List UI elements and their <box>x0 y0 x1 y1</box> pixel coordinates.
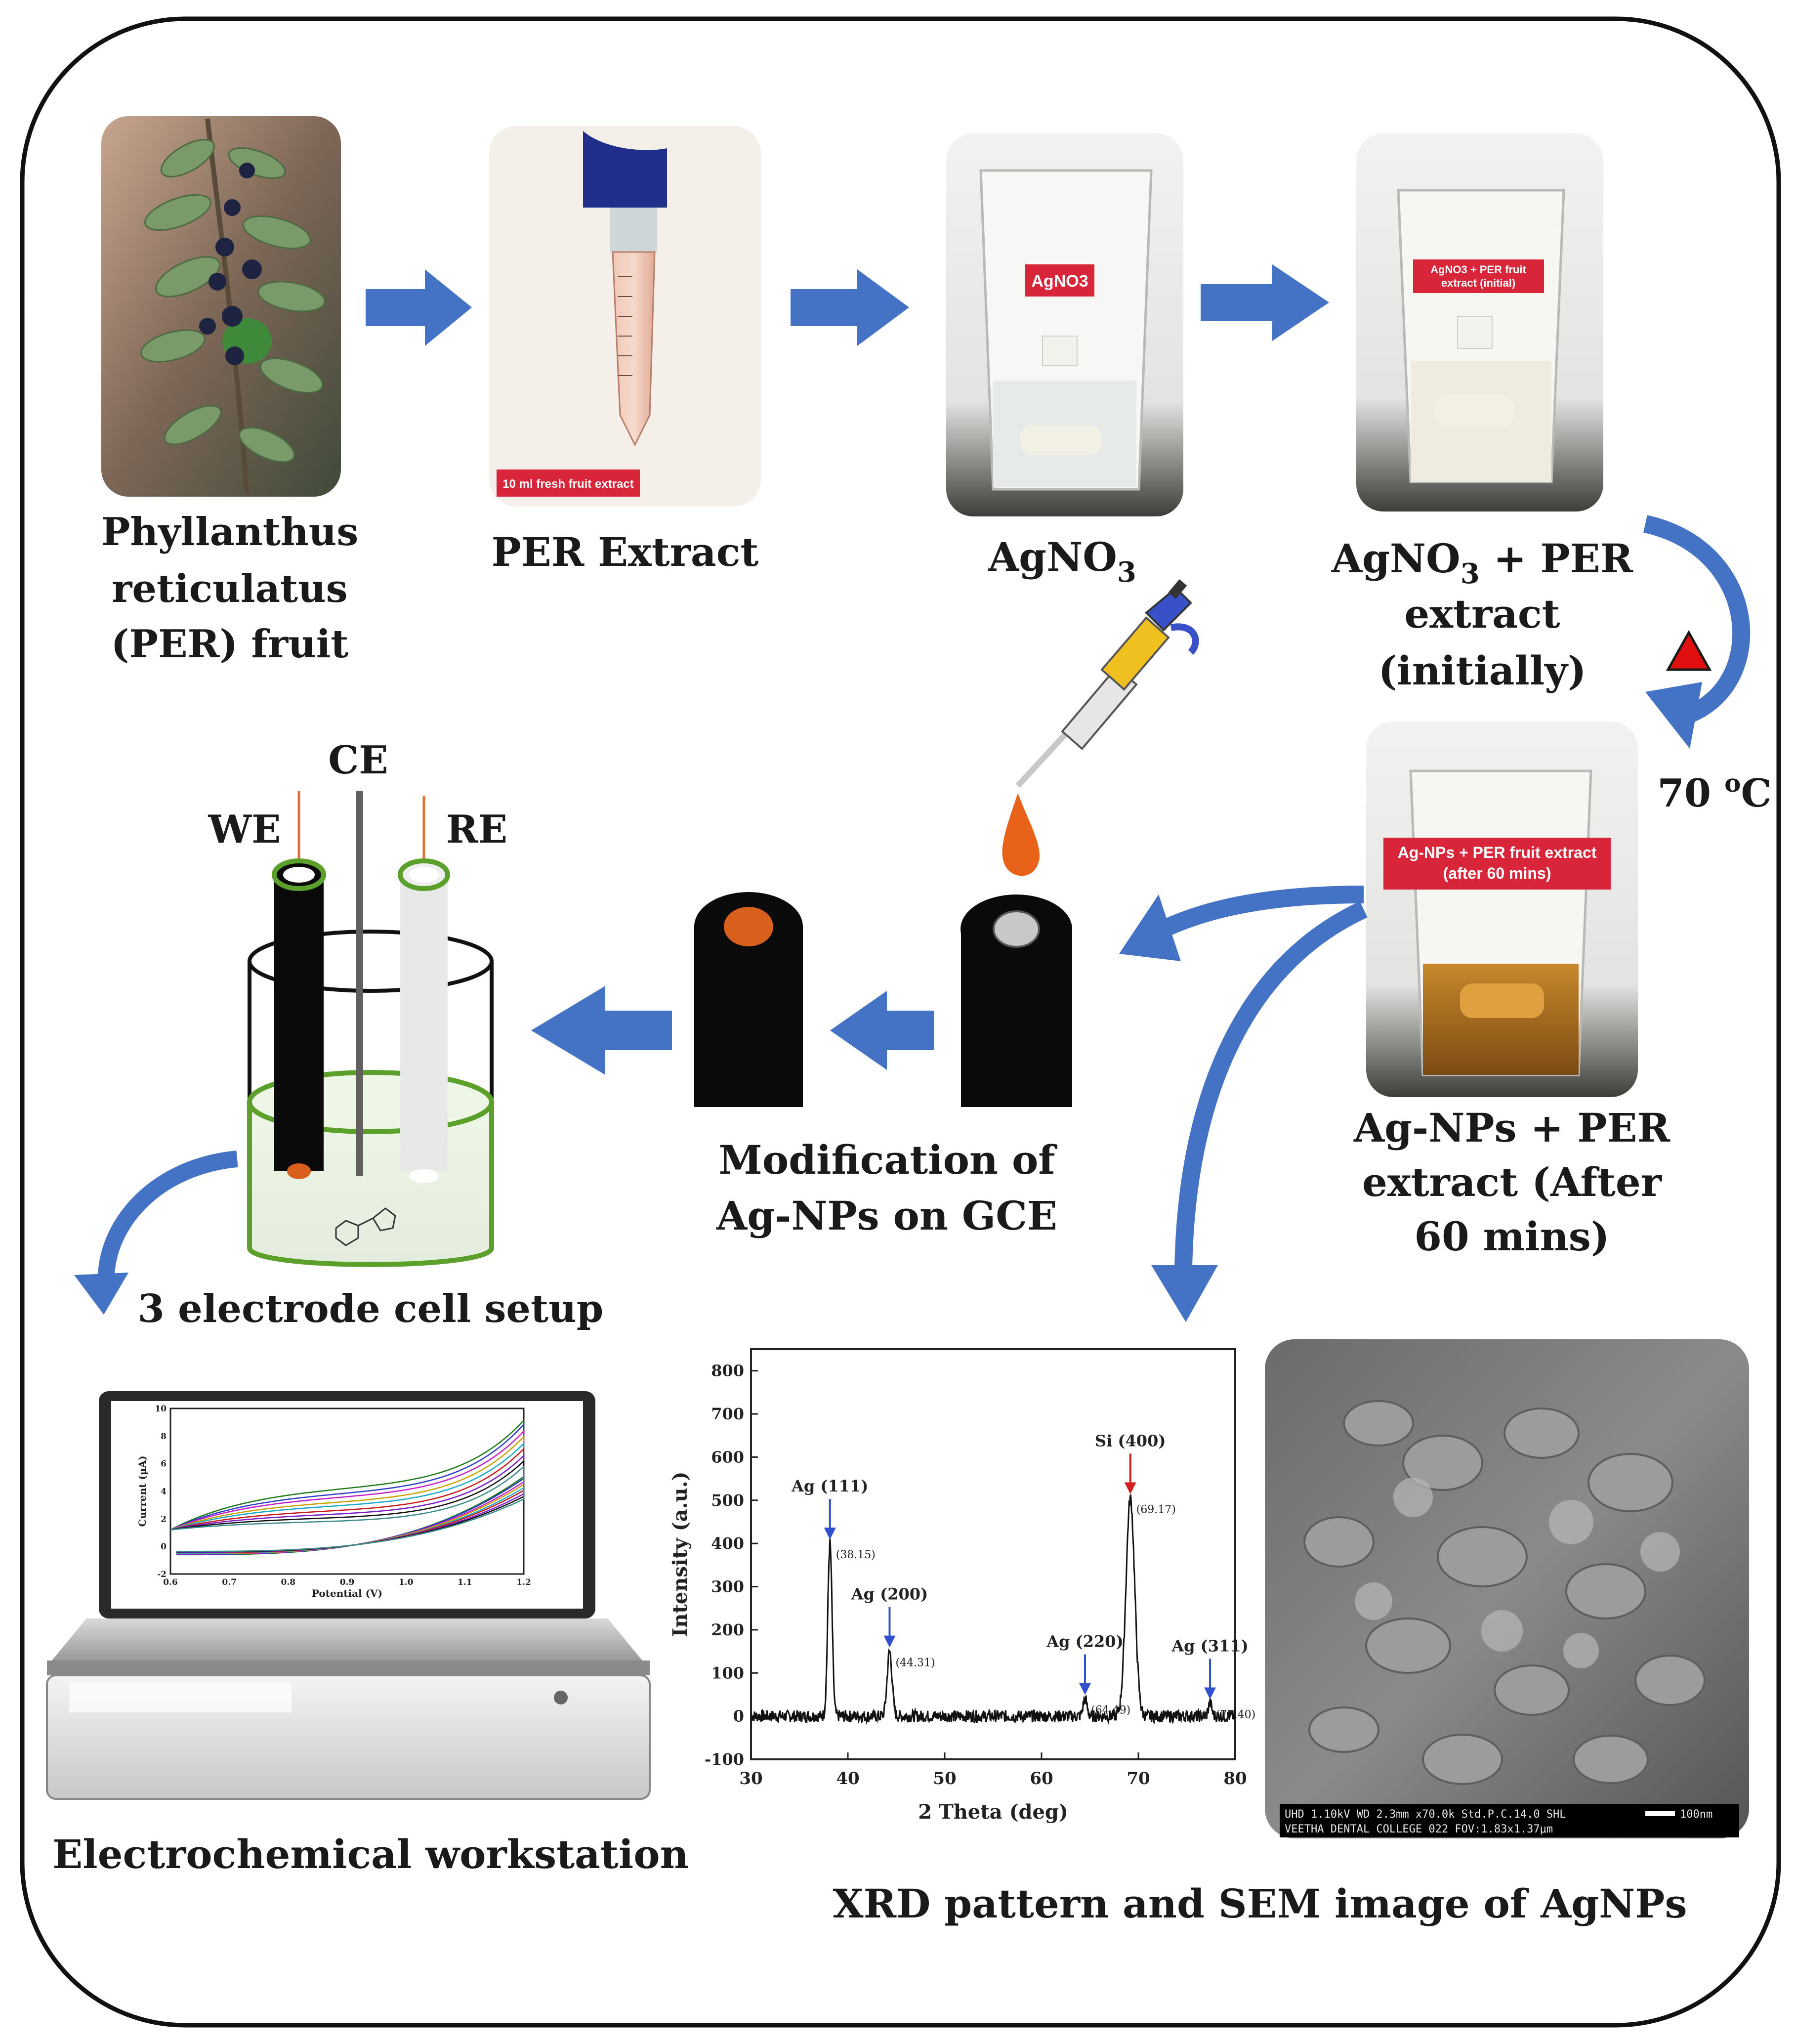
agnps-photo: Ag-NPs + PER fruit extract (after 60 min… <box>1366 722 1638 1097</box>
xrd-y-tick-label: 300 <box>711 1577 744 1596</box>
xrd-y-axis-label: Intensity (a.u.) <box>668 1472 692 1637</box>
xrd-y-tick-label: 0 <box>733 1707 744 1726</box>
we-label: WE <box>208 807 281 852</box>
heat-triangle-icon <box>1666 630 1712 671</box>
workstation-label: Electrochemical workstation <box>52 1831 689 1877</box>
cv-x-tick-label: 1.0 <box>399 1577 414 1587</box>
xrd-y-tick-label: 100 <box>711 1663 744 1682</box>
xrd-peak-name: Ag (200) <box>851 1585 928 1604</box>
flow-arrow-modify <box>830 991 934 1070</box>
flow-arrows-top <box>366 264 1329 346</box>
drop-icon <box>1002 793 1040 876</box>
after-tag-line2: (after 60 mins) <box>1443 864 1551 882</box>
cv-x-tick-label: 0.6 <box>163 1577 178 1587</box>
cv-y-tick-label: 10 <box>155 1404 167 1414</box>
cv-x-tick-label: 0.9 <box>340 1577 355 1587</box>
mixture-initial-photo: AgNO3 + PER fruit extract (initial) <box>1356 133 1603 511</box>
xrd-peak-name: Ag (311) <box>1171 1636 1248 1655</box>
xrd-peak-position: (44.31) <box>895 1657 935 1669</box>
agno3-beaker-photo: AgNO3 <box>946 133 1183 516</box>
cv-x-tick-label: 0.7 <box>222 1577 237 1587</box>
modification-label-line1: Modification of <box>718 1137 1057 1183</box>
xrd-y-tick-label: 200 <box>711 1620 744 1639</box>
temperature-label: 70 oC <box>1657 768 1771 816</box>
xrd-x-tick-label: 60 <box>1030 1769 1053 1788</box>
cv-y-tick-label: 6 <box>161 1459 167 1469</box>
cv-y-tick-label: -2 <box>157 1570 167 1579</box>
plant-label-line1: Phyllanthus <box>101 510 359 554</box>
xrd-sem-caption: XRD pattern and SEM image of AgNPs <box>833 1880 1687 1927</box>
cv-x-tick-label: 1.1 <box>458 1577 472 1587</box>
cell-setup-label: 3 electrode cell setup <box>138 1286 604 1331</box>
mixture-initial-label-line2: extract <box>1404 591 1560 637</box>
cv-x-axis-label: Potential (V) <box>312 1587 382 1599</box>
flow-arrow-to-xrd <box>1151 901 1368 1322</box>
agno3-label: AgNO3 <box>988 534 1136 589</box>
xrd-peak-name: Ag (111) <box>791 1477 868 1495</box>
mixture-initial-label-line1: AgNO3 + PER <box>1331 535 1633 590</box>
re-label: RE <box>446 807 507 852</box>
cv-y-tick-label: 2 <box>161 1514 167 1524</box>
xrd-peak-name: Si (400) <box>1095 1431 1166 1450</box>
electrode-cell <box>247 791 494 1267</box>
extract-tube-photo: 10 ml fresh fruit extract <box>489 126 761 507</box>
agnps-label-line1: Ag-NPs + PER <box>1353 1105 1670 1151</box>
mixture-initial-label-line3: (initially) <box>1378 647 1586 694</box>
sem-info-line2: VEETHA DENTAL COLLEGE 022 FOV:1.83x1.37μ… <box>1285 1823 1553 1835</box>
xrd-x-tick-label: 50 <box>933 1769 956 1788</box>
xrd-x-tick-label: 70 <box>1127 1769 1150 1788</box>
xrd-peak-position: (64.49) <box>1091 1704 1130 1717</box>
xrd-peak-position: (77.40) <box>1216 1708 1255 1721</box>
xrd-x-tick-label: 80 <box>1223 1769 1247 1788</box>
gce-electrode-bare <box>961 894 1072 1107</box>
xrd-x-tick-label: 30 <box>739 1769 762 1788</box>
cv-y-tick-label: 4 <box>161 1487 167 1497</box>
sem-image: UHD 1.10kV WD 2.3mm x70.0k Std.P.C.14.0 … <box>1265 1339 1749 1838</box>
xrd-y-tick-label: 500 <box>711 1491 744 1510</box>
tube-tag: 10 ml fresh fruit extract <box>502 477 633 491</box>
xrd-peak-position: (69.17) <box>1136 1503 1176 1516</box>
extract-label: PER Extract <box>492 529 759 575</box>
xrd-peak-position: (38.15) <box>836 1549 876 1561</box>
initial-tag-line1: AgNO3 + PER fruit <box>1430 263 1526 276</box>
plant-label-line3: (PER) fruit <box>111 622 349 667</box>
agnps-label-line3: 60 mins) <box>1414 1213 1609 1260</box>
sem-scalebar-label: 100nm <box>1680 1808 1712 1821</box>
xrd-pattern-line <box>750 1494 1236 1725</box>
cv-y-tick-label: 8 <box>161 1432 167 1442</box>
heating-arrow <box>1643 515 1751 749</box>
cv-y-axis-label: Current (μA) <box>136 1455 148 1527</box>
cv-curve <box>170 1465 525 1552</box>
xrd-y-tick-label: 700 <box>711 1405 744 1423</box>
sem-info-line1: UHD 1.10kV WD 2.3mm x70.0k Std.P.C.14.0 … <box>1285 1808 1566 1821</box>
cv-x-tick-label: 1.2 <box>516 1577 531 1587</box>
cv-y-tick-label: 0 <box>161 1542 167 1552</box>
xrd-x-tick-label: 40 <box>836 1769 859 1788</box>
xrd-plot-frame <box>750 1348 1236 1760</box>
modification-label-line2: Ag-NPs on GCE <box>716 1192 1057 1239</box>
agnps-label-line2: extract (After <box>1362 1159 1662 1205</box>
gce-electrode-modified <box>694 892 803 1107</box>
ce-label: CE <box>328 738 388 783</box>
xrd-y-tick-label: -100 <box>705 1750 744 1769</box>
pipette-icon <box>1015 579 1199 788</box>
agno3-tag: AgNO3 <box>1031 272 1088 291</box>
xrd-y-tick-label: 800 <box>711 1362 744 1380</box>
xrd-peak-name: Ag (220) <box>1046 1632 1123 1651</box>
plant-photo <box>101 116 341 497</box>
cv-x-tick-label: 0.8 <box>281 1577 296 1587</box>
flow-arrow-to-workstation <box>74 1150 238 1315</box>
xrd-chart: 30 40 50 60 70 80 -100 0 100 200 300 400 500 600 700 80… <box>668 1348 1255 1824</box>
xrd-x-axis-label: 2 Theta (deg) <box>918 1800 1068 1824</box>
after-tag-line1: Ag-NPs + PER fruit extract <box>1398 844 1597 861</box>
flow-arrow-to-cell <box>531 986 672 1075</box>
initial-tag-line2: extract (initial) <box>1441 277 1515 289</box>
xrd-y-tick-label: 600 <box>711 1448 744 1466</box>
plant-label-line2: reticulatus <box>112 566 347 611</box>
cv-chart: 0.6 0.7 0.8 0.9 1.0 1.1 1.2 -2 0 2 4 6 8 10Potential … <box>136 1404 531 1599</box>
flow-arrow-to-gce <box>1119 886 1364 961</box>
xrd-y-tick-label: 400 <box>711 1534 744 1553</box>
